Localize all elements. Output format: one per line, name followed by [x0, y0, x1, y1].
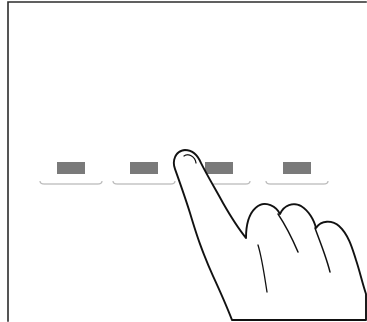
slot-underline [266, 181, 328, 184]
slot-underline [113, 181, 175, 184]
input-slot [40, 162, 102, 184]
input-slot [266, 162, 328, 184]
pointing-hand-icon [174, 150, 366, 320]
slot-underline [40, 181, 102, 184]
slot-key [57, 162, 85, 174]
hand-outline [174, 150, 366, 320]
slot-key [130, 162, 158, 174]
slot-key [205, 162, 233, 174]
slot-key [283, 162, 311, 174]
input-slot [113, 162, 175, 184]
